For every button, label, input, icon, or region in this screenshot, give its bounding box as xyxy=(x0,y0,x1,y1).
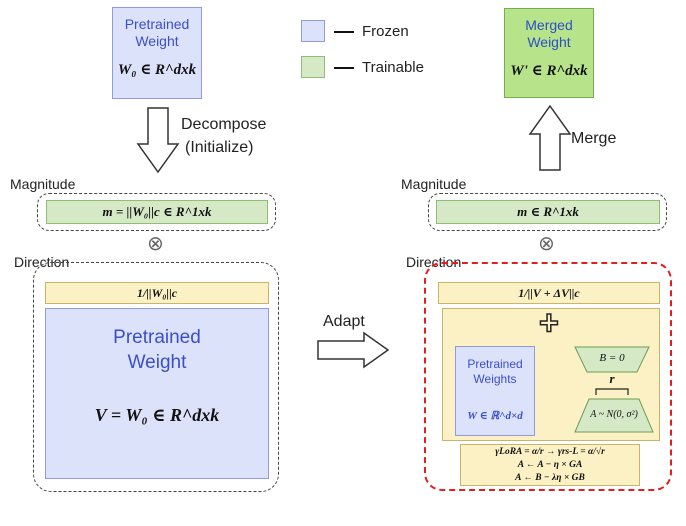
right-magnitude-frame xyxy=(428,193,667,231)
merged-weight-formula: W' ∈ R^dxk xyxy=(510,63,588,79)
pretrained-weight-top-formula: W₀ ∈ R^dxk xyxy=(117,62,197,78)
pretrained-weight-top-box: Pretrained Weight W₀ ∈ R^dxk xyxy=(112,7,202,99)
right-pretrained-weights-box: Pretrained Weights W ∈ ℝ^d×d xyxy=(455,346,535,436)
left-magnitude-box: m = ||W₀||c ∈ R^1xk xyxy=(46,200,268,224)
legend-trainable-dash xyxy=(334,67,354,69)
legend-frozen-swatch xyxy=(301,20,325,42)
right-magnitude-box: m ∈ R^1xk xyxy=(436,200,660,224)
right-direction-label: Direction xyxy=(406,254,462,270)
a-matrix-formula: A ~ N(0, σ²) xyxy=(590,409,638,420)
left-multiply-icon: ⊗ xyxy=(147,233,164,255)
legend-trainable-label: Trainable xyxy=(362,59,424,76)
adapt-label: Adapt xyxy=(323,313,365,330)
decompose-arrow xyxy=(136,107,180,174)
right-magnitude-formula: m ∈ R^1xk xyxy=(517,204,579,219)
right-norm-box: 1/||V + ΔV||c xyxy=(438,282,660,304)
adapt-arrow xyxy=(317,331,390,369)
right-direction-frame xyxy=(424,262,672,491)
left-norm-box: 1/||W₀||c xyxy=(45,282,269,304)
left-magnitude-frame xyxy=(37,193,276,231)
left-norm-formula: 1/||W₀||c xyxy=(136,286,178,300)
adaptation-block: + Pretrained Weights W ∈ ℝ^d×d B = 0 r A… xyxy=(442,303,660,441)
plus-icon: + xyxy=(538,303,559,343)
rank-label: r xyxy=(609,371,615,386)
legend-trainable-swatch xyxy=(301,56,325,78)
initialize-label: (Initialize) xyxy=(185,139,254,156)
merged-weight-box: Merged Weight W' ∈ R^dxk xyxy=(504,8,594,98)
pretrained-weight-top-title: Pretrained Weight xyxy=(124,16,190,49)
right-norm-formula: 1/||V + ΔV||c xyxy=(518,286,580,300)
right-multiply-icon: ⊗ xyxy=(538,233,555,255)
a-matrix-shape xyxy=(574,398,654,433)
legend-frozen-dash xyxy=(334,31,354,33)
left-pretrained-weight-box: Pretrained Weight V = W₀ ∈ R^dxk xyxy=(45,308,269,479)
right-pretrained-weights-formula: W ∈ ℝ^d×d xyxy=(467,410,523,422)
right-magnitude-label: Magnitude xyxy=(401,176,467,192)
equation-scaling: γLoRA = α/r → γrs-L = α/√r xyxy=(495,447,605,457)
left-direction-frame xyxy=(33,262,279,492)
rank-bracket xyxy=(595,388,629,395)
b-matrix-formula: B = 0 xyxy=(599,352,625,364)
left-magnitude-label: Magnitude xyxy=(10,176,76,192)
equation-update-b: A ← B − λη × GB xyxy=(515,473,585,483)
legend-frozen-label: Frozen xyxy=(362,23,409,40)
right-pretrained-weights-title: Pretrained Weights xyxy=(467,357,523,386)
merge-arrow xyxy=(528,104,572,171)
left-magnitude-formula: m = ||W₀||c ∈ R^1xk xyxy=(102,204,212,219)
left-pretrained-weight-title: Pretrained Weight xyxy=(113,327,201,373)
equations-box: γLoRA = α/r → γrs-L = α/√r A ← A − η × G… xyxy=(460,444,640,486)
equation-update-a: A ← A − η × GA xyxy=(517,460,583,470)
decompose-label: Decompose xyxy=(181,116,267,133)
left-pretrained-weight-formula: V = W₀ ∈ R^dxk xyxy=(94,405,220,425)
b-matrix-shape xyxy=(574,346,650,373)
left-direction-label: Direction xyxy=(14,254,70,270)
merged-weight-title: Merged Weight xyxy=(525,17,573,50)
merge-label: Merge xyxy=(571,130,617,147)
